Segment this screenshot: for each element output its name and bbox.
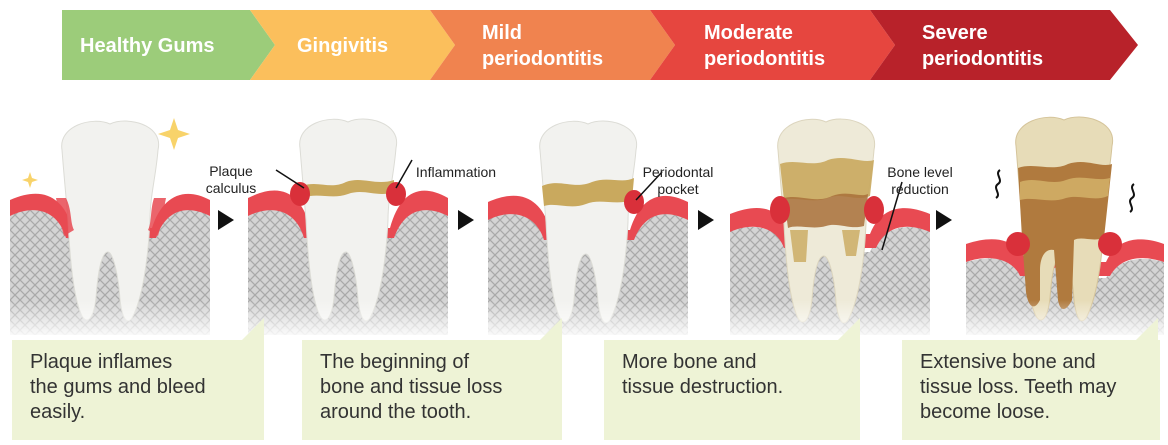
inflamed-gum bbox=[1006, 232, 1030, 256]
stage-line: periodontitis bbox=[922, 48, 1043, 70]
play-arrow-icon bbox=[458, 210, 474, 230]
annotation-plaque-calculus: Plaque calculus bbox=[196, 163, 266, 197]
caption-tail bbox=[242, 318, 264, 340]
sparkle-icon bbox=[158, 118, 190, 150]
caption-line: tissue loss. Teeth may bbox=[920, 375, 1146, 400]
caption-box: The beginning of bone and tissue loss ar… bbox=[302, 340, 562, 440]
inflamed-gum bbox=[1098, 232, 1122, 256]
annotation-line: reduction bbox=[880, 181, 960, 198]
stage-line: periodontitis bbox=[482, 48, 603, 70]
play-arrow-icon bbox=[698, 210, 714, 230]
plaque bbox=[1020, 178, 1110, 201]
annotation-line: pocket bbox=[636, 181, 720, 198]
annotation-line: Bone level bbox=[880, 164, 960, 181]
stage-line: Mild bbox=[482, 22, 603, 44]
shake-icon bbox=[996, 170, 1000, 198]
play-arrow-icon bbox=[936, 210, 952, 230]
annotation-line: Inflammation bbox=[416, 164, 496, 180]
inflamed-gum bbox=[386, 182, 406, 206]
inflamed-gum bbox=[770, 196, 790, 224]
stage-line: Gingivitis bbox=[297, 35, 388, 57]
stage-label-moderate: Moderate periodontitis bbox=[704, 22, 825, 70]
annotation-line: calculus bbox=[196, 180, 266, 197]
caption-line: easily. bbox=[30, 400, 250, 425]
caption-line: More bone and bbox=[622, 350, 846, 375]
stage-line: Healthy Gums bbox=[80, 35, 214, 57]
caption-line: tissue destruction. bbox=[622, 375, 846, 400]
annotation-periodontal-pocket: Periodontal pocket bbox=[636, 164, 720, 198]
annotation-bone-level-reduction: Bone level reduction bbox=[880, 164, 960, 198]
fade-overlay bbox=[0, 300, 1168, 340]
stage-label-mild: Mild periodontitis bbox=[482, 22, 603, 70]
caption-tail bbox=[540, 318, 562, 340]
annotation-line: Plaque bbox=[196, 163, 266, 180]
caption-line: the gums and bleed bbox=[30, 375, 250, 400]
caption-line: Extensive bone and bbox=[920, 350, 1146, 375]
stage-label-gingivitis: Gingivitis bbox=[297, 35, 388, 57]
caption-line: The beginning of bbox=[320, 350, 548, 375]
caption-line: become loose. bbox=[920, 400, 1146, 425]
annotation-inflammation: Inflammation bbox=[396, 164, 516, 181]
shake-icon bbox=[1130, 184, 1134, 212]
caption-box: Extensive bone and tissue loss. Teeth ma… bbox=[902, 340, 1160, 440]
play-arrow-icon bbox=[218, 210, 234, 230]
caption-tail bbox=[838, 318, 860, 340]
caption-box: Plaque inflames the gums and bleed easil… bbox=[12, 340, 264, 440]
stage-line: periodontitis bbox=[704, 48, 825, 70]
caption-line: bone and tissue loss bbox=[320, 375, 548, 400]
plaque-dark bbox=[784, 194, 868, 228]
annotation-line: Periodontal bbox=[636, 164, 720, 181]
pointer-line bbox=[276, 170, 304, 188]
stage-line: Severe bbox=[922, 22, 1043, 44]
inflamed-gum bbox=[864, 196, 884, 224]
stage-line: Moderate bbox=[704, 22, 825, 44]
plaque bbox=[780, 158, 874, 200]
stage-label-healthy-gums: Healthy Gums bbox=[80, 35, 214, 57]
caption-box: More bone and tissue destruction. bbox=[604, 340, 860, 440]
caption-line: around the tooth. bbox=[320, 400, 548, 425]
caption-line: Plaque inflames bbox=[30, 350, 250, 375]
stage-label-severe: Severe periodontitis bbox=[922, 22, 1043, 70]
caption-tail bbox=[1136, 318, 1158, 340]
sparkle-icon bbox=[22, 172, 38, 188]
teeth-illustration bbox=[0, 100, 1168, 340]
